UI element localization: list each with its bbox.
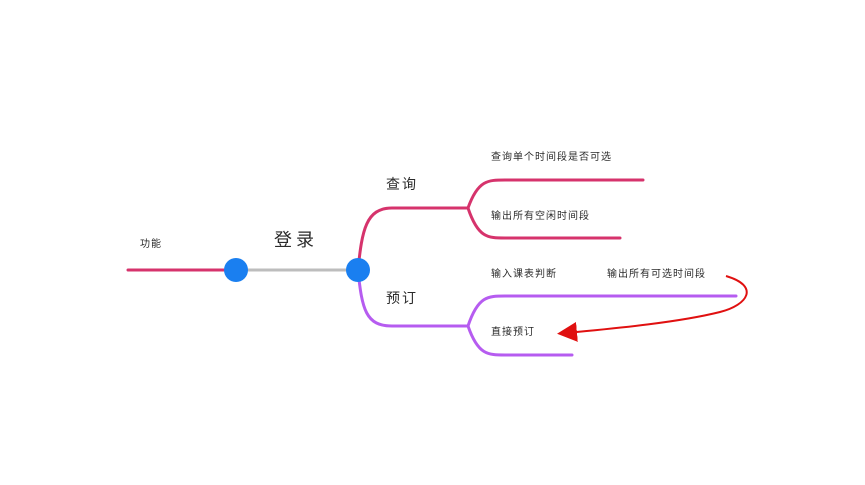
query-child-2-line	[466, 206, 622, 240]
center-label: 登录	[274, 230, 318, 251]
left-label: 功能	[140, 239, 162, 250]
query-child-2-label: 输出所有空闲时间段	[491, 211, 590, 222]
reserve-child-2-label: 输出所有可选时间段	[607, 269, 706, 280]
reserve-child-3-label: 直接预订	[491, 327, 535, 338]
reserve-child-1-label: 输入课表判断	[491, 269, 557, 280]
left-node[interactable]	[224, 258, 248, 282]
query-child-1-label: 查询单个时间段是否可选	[491, 152, 612, 163]
reserve-label: 预订	[386, 291, 418, 307]
reserve-child-1-line	[466, 294, 738, 328]
center-node[interactable]	[346, 258, 370, 282]
red-arrow	[557, 275, 748, 342]
query-child-1-line	[466, 178, 645, 210]
query-branch-line	[356, 206, 470, 272]
reserve-child-3-line	[466, 324, 574, 357]
reserve-branch-line	[356, 268, 470, 328]
query-label: 查询	[386, 177, 418, 193]
